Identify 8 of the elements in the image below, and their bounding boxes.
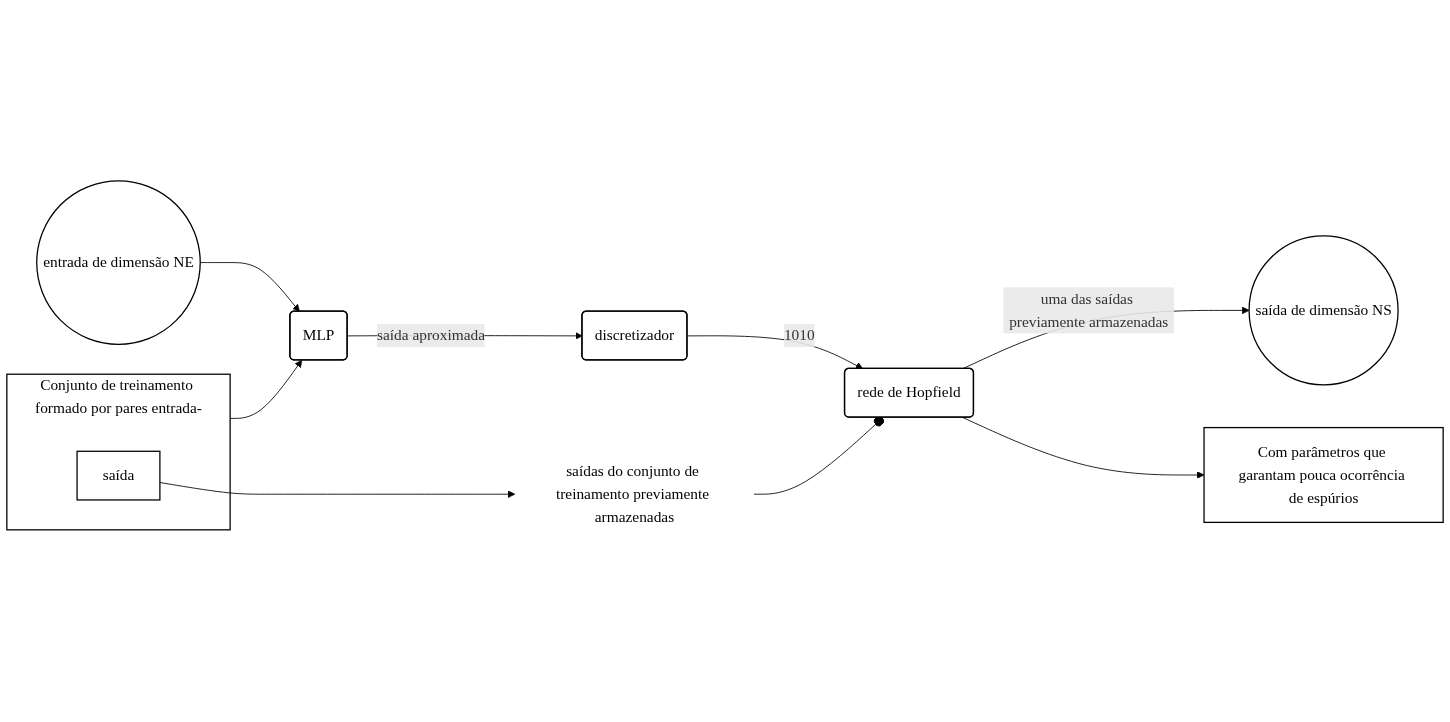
- node-box: Com parâmetros que garantam pouca ocorrência de espúrios: [1203, 426, 1444, 523]
- node-circle: entrada de dimensão NE: [36, 179, 201, 345]
- node-box: saída: [76, 450, 161, 501]
- edge-label: saída aproximada: [377, 326, 486, 344]
- edge-label: uma das saídas previamente armazenadas: [1009, 289, 1169, 330]
- edge-label: 1010: [783, 326, 815, 344]
- node-text: saídas do conjunto de treinamento previamente armazenadas: [555, 461, 710, 526]
- node-circle: saída de dimensão NS: [1248, 235, 1399, 386]
